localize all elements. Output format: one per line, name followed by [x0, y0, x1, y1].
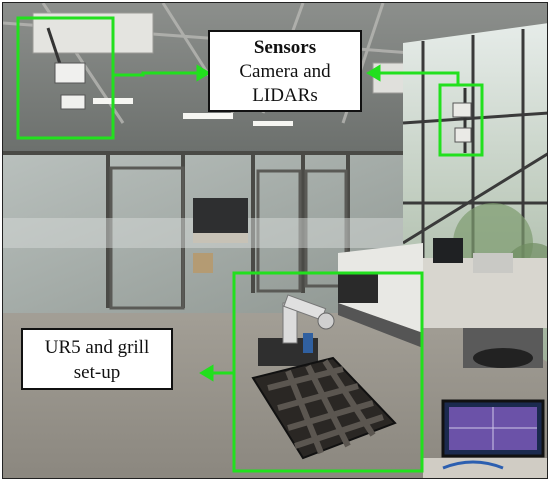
ur5-robot: [258, 294, 335, 366]
lab-scene: [3, 3, 547, 478]
ur5-line-2: set-up: [73, 362, 121, 383]
sensors-title: Sensors: [253, 37, 317, 58]
highlight-left-sensor: [16, 16, 115, 140]
sensors-label: Sensors Camera and LIDARs: [208, 30, 362, 112]
highlight-right-sensor: [438, 83, 484, 157]
ur5-line-1: UR5 and grill: [44, 337, 150, 358]
lidar-mount-right: [452, 88, 472, 153]
grill-frame: [251, 356, 397, 460]
camera-mount-left: [46, 27, 86, 110]
callout-arrows: [113, 64, 460, 382]
ur5-label: UR5 and grill set-up: [21, 328, 173, 390]
sensors-line-2: LIDARs: [252, 85, 318, 106]
sensors-line-1: Camera and: [239, 61, 331, 82]
